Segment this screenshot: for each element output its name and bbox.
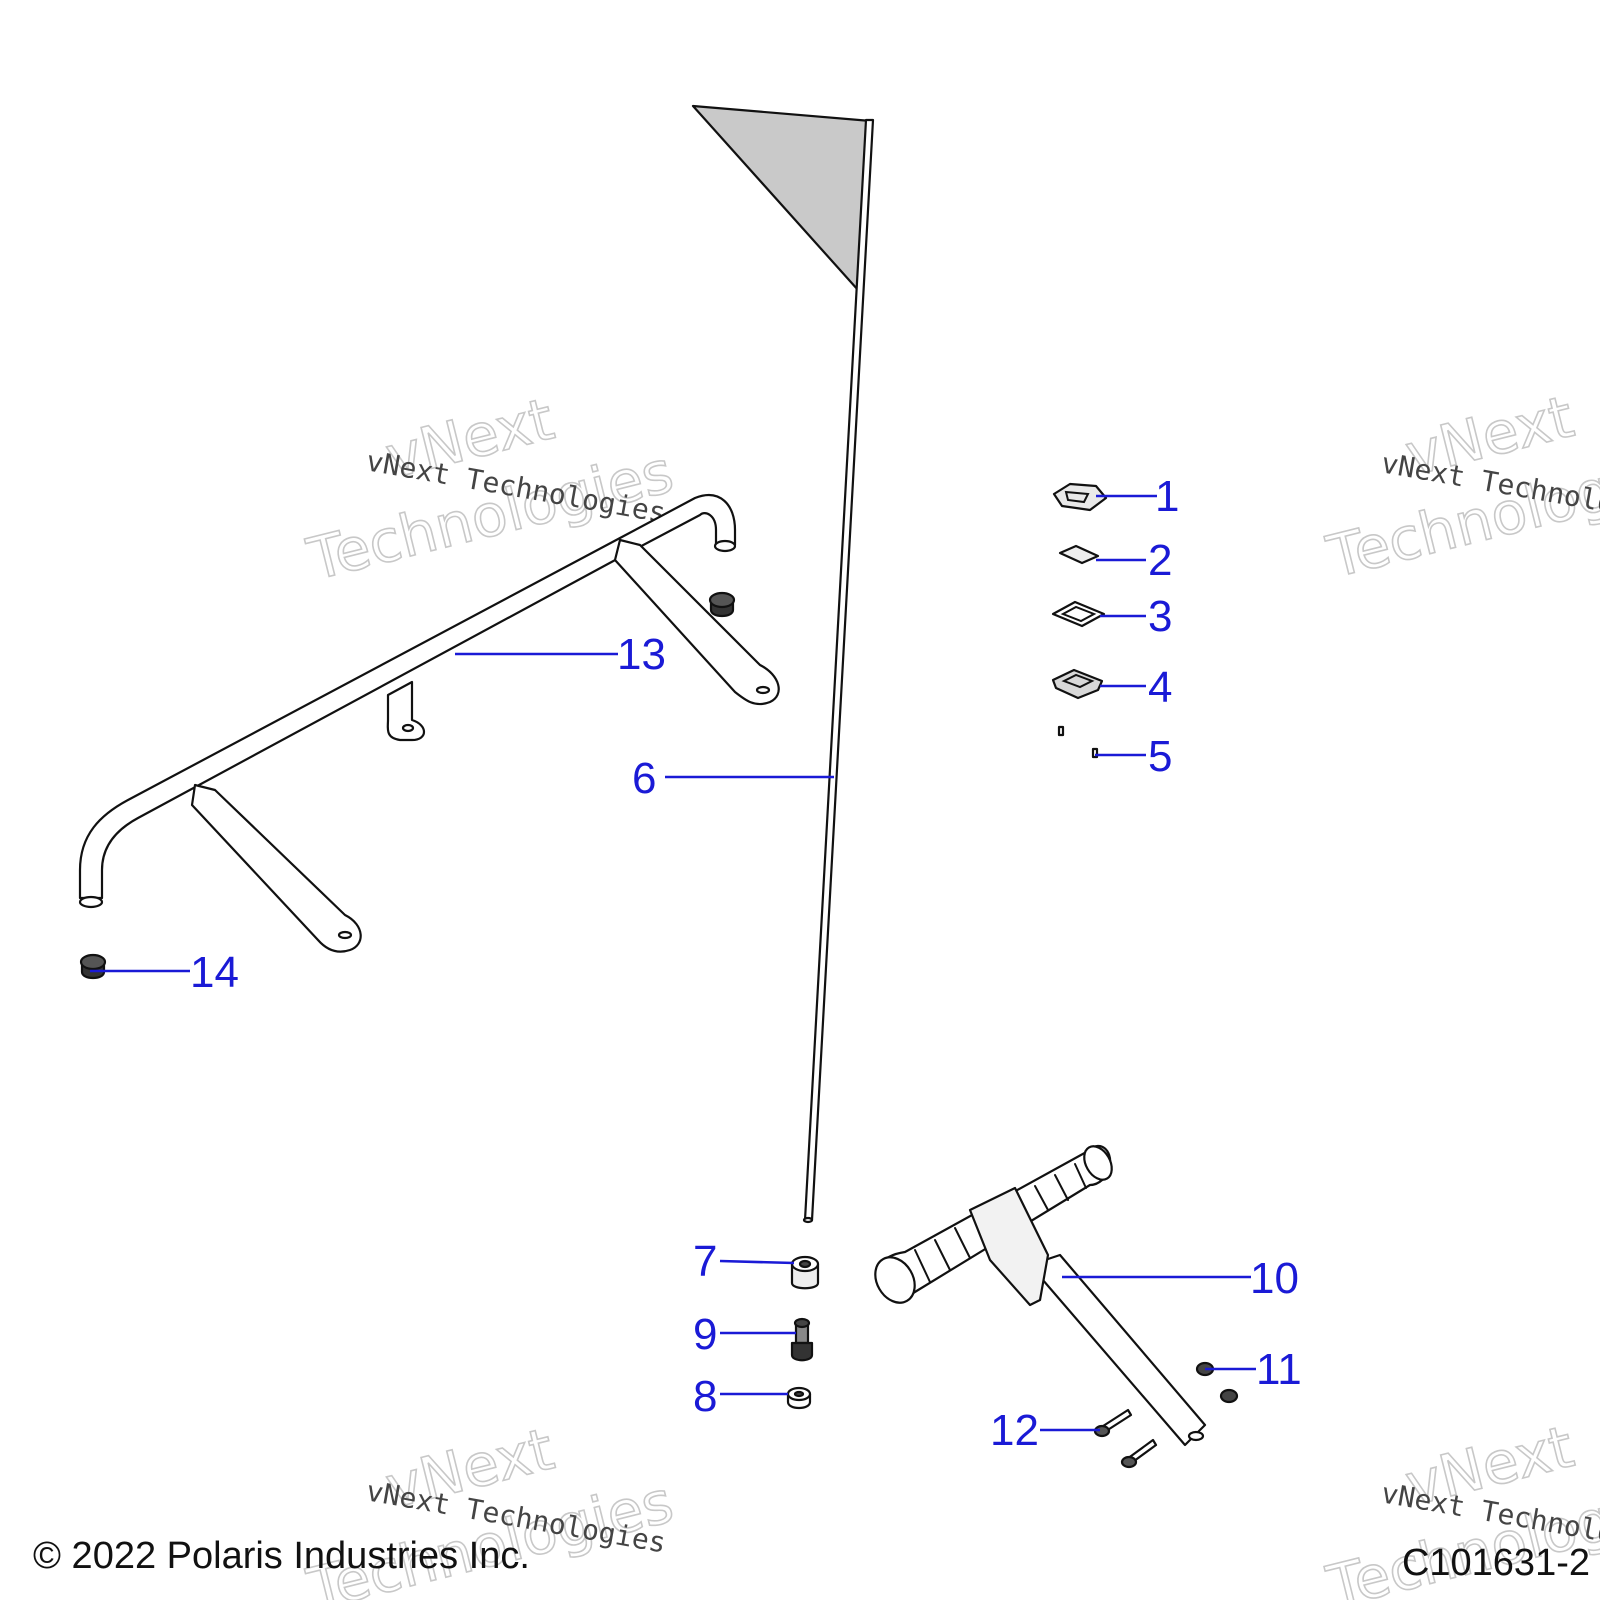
bracket-center-tab <box>386 680 426 742</box>
part-5-screws <box>1057 725 1099 759</box>
bracket-leg-left <box>190 783 362 953</box>
grip-end-right <box>1083 1145 1113 1181</box>
t-handle-part <box>874 1144 1207 1447</box>
callout-6: 6 <box>632 754 656 803</box>
part-4-base <box>1051 668 1104 700</box>
callout-10: 10 <box>1250 1254 1299 1303</box>
callout-4: 4 <box>1148 663 1172 712</box>
handle-hub <box>968 1186 1050 1307</box>
tab-hole <box>401 723 415 733</box>
part-8-nut <box>786 1386 812 1410</box>
cap-part-14b <box>708 591 736 618</box>
callout-5: 5 <box>1148 732 1172 781</box>
part-9-bolt <box>790 1317 814 1362</box>
shaft-hole <box>1187 1430 1205 1442</box>
leg-hole <box>337 930 353 940</box>
drawing-id: C101631-2 <box>1402 1542 1590 1584</box>
callout-2: 2 <box>1148 536 1172 585</box>
tube-end <box>713 539 737 553</box>
callout-1: 1 <box>1155 472 1179 521</box>
part-7-bushing <box>790 1255 820 1290</box>
flag-whip-part <box>691 104 875 1224</box>
whip-tip <box>802 1216 814 1224</box>
callout-3: 3 <box>1148 592 1172 641</box>
callout-7: 7 <box>693 1237 717 1286</box>
grip-end-left <box>874 1256 916 1304</box>
leg-hole <box>755 685 771 695</box>
tube-end <box>78 895 104 909</box>
part-1-housing <box>1052 482 1108 512</box>
leader-lines <box>90 494 1256 1432</box>
handle-shaft <box>1028 1253 1207 1447</box>
callout-12: 12 <box>990 1406 1039 1455</box>
copyright-notice: © 2022 Polaris Industries Inc. <box>33 1535 530 1577</box>
whip-pole <box>803 118 875 1222</box>
callout-14: 14 <box>190 948 239 997</box>
callout-13: 13 <box>617 630 666 679</box>
flag-pennant <box>691 104 873 292</box>
callout-11: 11 <box>1256 1345 1302 1394</box>
part-12-bolts <box>1093 1408 1158 1469</box>
part-11-nuts <box>1195 1361 1239 1404</box>
callout-8: 8 <box>693 1372 717 1421</box>
part-2-plate <box>1058 544 1100 565</box>
bracket-leg-right <box>613 538 780 706</box>
part-3-gasket <box>1051 600 1106 628</box>
callout-9: 9 <box>693 1310 717 1359</box>
bracket-bar-part <box>78 494 780 953</box>
cap-part-14 <box>79 953 107 980</box>
